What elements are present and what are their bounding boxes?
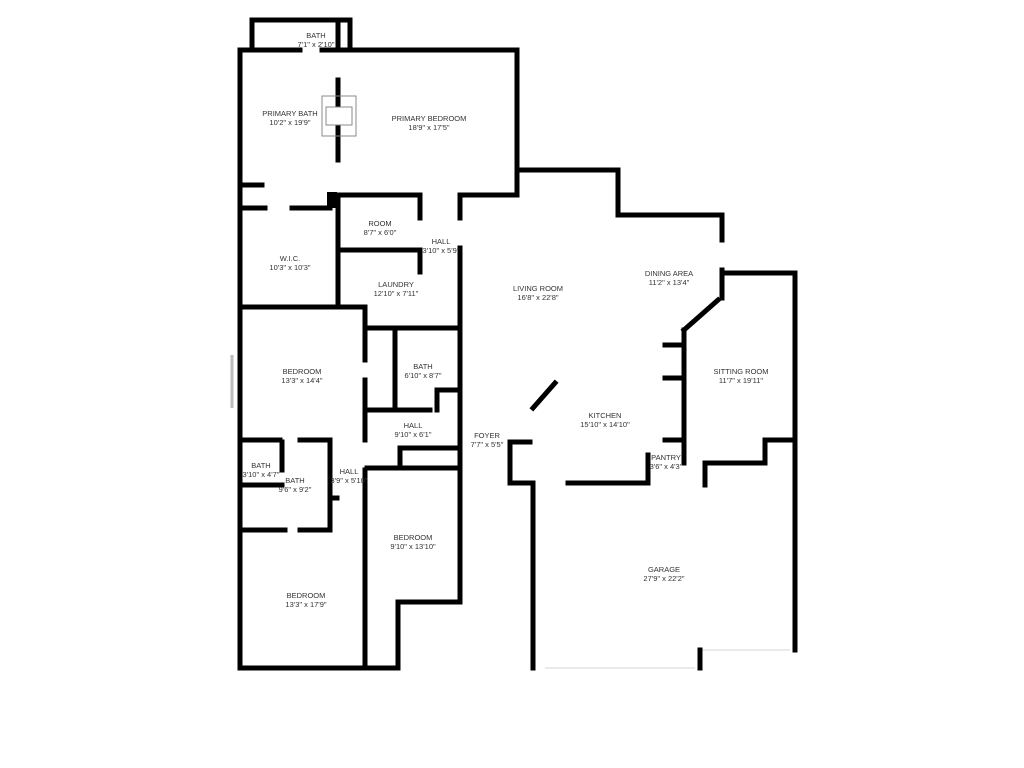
- fireplace: [321, 95, 357, 137]
- walls: [237, 17, 798, 671]
- room-label-wic: W.I.C.10'3" x 10'3": [269, 254, 311, 272]
